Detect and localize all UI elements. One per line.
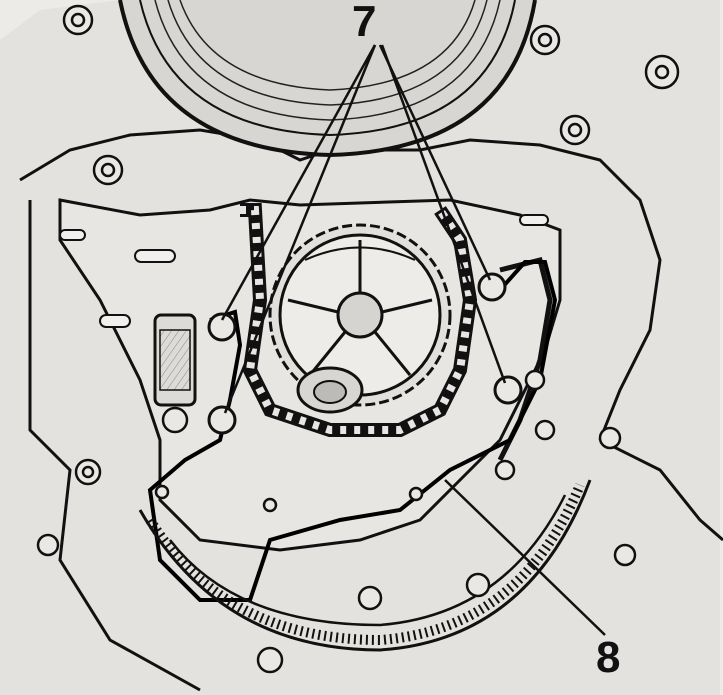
left-block-edge bbox=[28, 200, 201, 692]
leader-lines-7 bbox=[220, 44, 507, 414]
callout-label-7: 7 bbox=[352, 0, 377, 46]
crankshaft-pulley bbox=[118, 0, 537, 158]
callout-label-8: 8 bbox=[596, 633, 621, 682]
timing-sprocket bbox=[268, 223, 452, 407]
right-block-edge bbox=[599, 438, 723, 542]
leader-line-8 bbox=[444, 479, 606, 636]
flywheel-ring-gear bbox=[138, 479, 592, 652]
crank-boss bbox=[296, 366, 364, 414]
cover-bolts-7 bbox=[207, 272, 523, 435]
timing-chain-outer bbox=[240, 203, 478, 437]
chain-tensioner bbox=[153, 313, 197, 434]
block-bolts bbox=[36, 4, 680, 674]
bottom-bolts bbox=[154, 369, 556, 611]
cover-slots bbox=[59, 214, 549, 328]
engine-block-outline bbox=[19, 128, 662, 441]
